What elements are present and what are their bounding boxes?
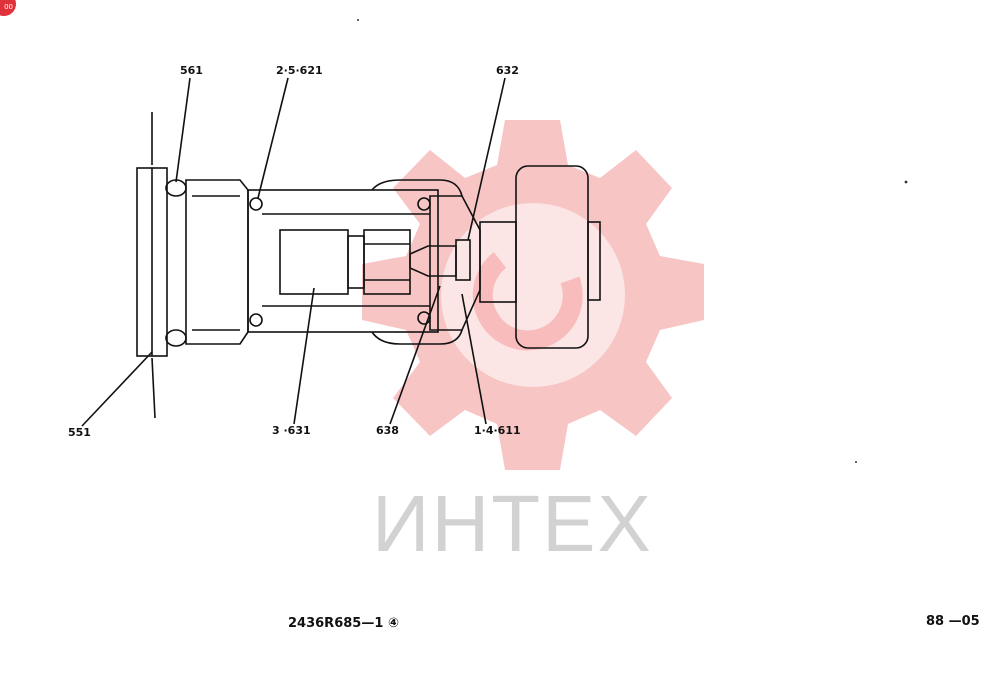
gear-hole [441, 203, 625, 387]
callout-561: 561 [180, 64, 203, 77]
valve-body [185, 179, 249, 345]
solenoid-coil [515, 165, 589, 349]
spool-631 [279, 229, 349, 295]
cap-bottom [371, 329, 463, 345]
callout-3-631: 3 ·631 [272, 424, 311, 437]
speck [357, 19, 359, 21]
spool-land-2 [363, 229, 411, 295]
callout-1-4-611: 1·4·611 [474, 424, 521, 437]
speck [904, 180, 908, 184]
o-ring-561-bottom [165, 329, 187, 347]
solenoid-end [587, 221, 601, 301]
leader-2-5-621 [257, 77, 289, 199]
cap-top [371, 179, 463, 197]
seal-611-top [417, 197, 431, 211]
seat-632 [455, 239, 471, 281]
watermark-text: ИНТЕХ [372, 479, 653, 568]
speck [855, 461, 857, 463]
spool-land-1 [347, 235, 365, 289]
drawing-number: 2436R685—1 ④ [288, 616, 399, 631]
callout-632: 632 [496, 64, 519, 77]
gear-inner-arc [472, 252, 583, 351]
callout-551: 551 [68, 426, 91, 439]
mount-line-bottom [151, 357, 156, 419]
ring-621-top [249, 197, 263, 211]
leader-561 [175, 77, 191, 183]
adapter [479, 221, 517, 303]
leader-632 [467, 77, 506, 241]
leader-3-631 [293, 287, 315, 425]
leader-551 [81, 351, 153, 427]
page-number: 88 —05 [926, 614, 980, 629]
seal-611-bottom [417, 311, 431, 325]
sleeve-621 [247, 189, 439, 333]
callout-2-5-621: 2·5·621 [276, 64, 323, 77]
leader-1-4-611 [461, 293, 487, 425]
corner-badge: 00 [0, 0, 16, 16]
callout-638: 638 [376, 424, 399, 437]
leader-638 [389, 285, 441, 425]
ring-621-bottom [249, 313, 263, 327]
poppet-638 [409, 245, 457, 277]
o-ring-561-top [165, 179, 187, 197]
